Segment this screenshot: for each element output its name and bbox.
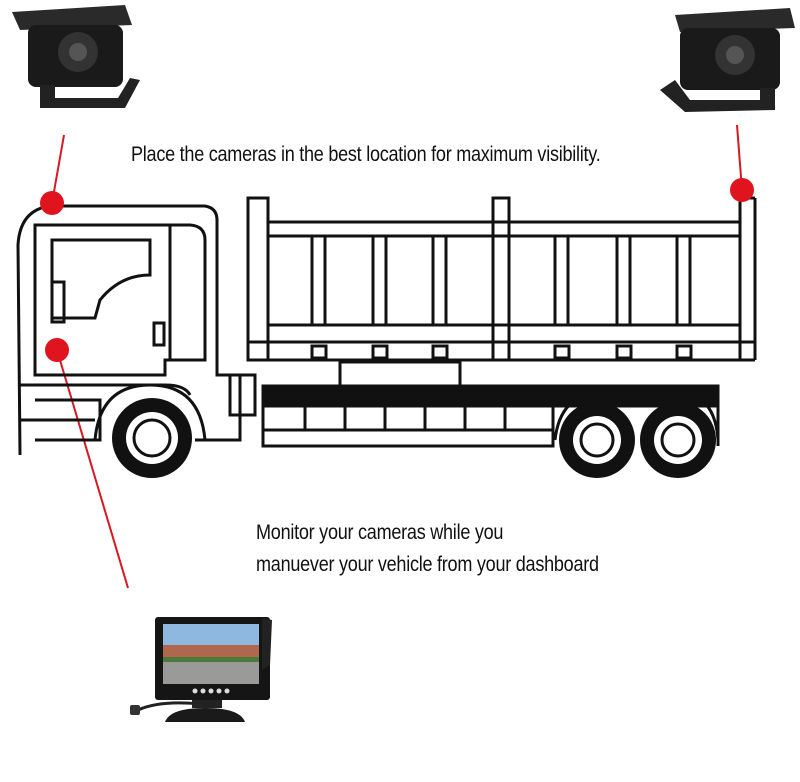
- camera-right-icon: [660, 8, 795, 112]
- monitor-caption-line1: Monitor your cameras while you: [256, 521, 504, 544]
- monitor-icon: [130, 617, 272, 722]
- door-handle: [152, 321, 166, 347]
- wheels: [112, 398, 716, 478]
- front-wheel: [112, 398, 192, 478]
- camera-left-icon: [12, 5, 140, 108]
- cab-window: [50, 238, 152, 320]
- truck-outline: [16, 196, 757, 456]
- leader-line-monitor: [56, 349, 129, 589]
- rear-wheel-1: [559, 402, 635, 478]
- monitor-caption-line2: manuever your vehicle from your dashboar…: [256, 553, 599, 576]
- placement-caption: Place the cameras in the best location f…: [131, 143, 601, 166]
- monitor-caption: Monitor your cameras while you manuever …: [256, 517, 599, 581]
- cab-body: [16, 204, 242, 456]
- rear-wheel-2: [640, 402, 716, 478]
- marker-monitor: [45, 338, 69, 362]
- marker-rear-camera: [730, 178, 754, 202]
- marker-front-camera: [40, 191, 64, 215]
